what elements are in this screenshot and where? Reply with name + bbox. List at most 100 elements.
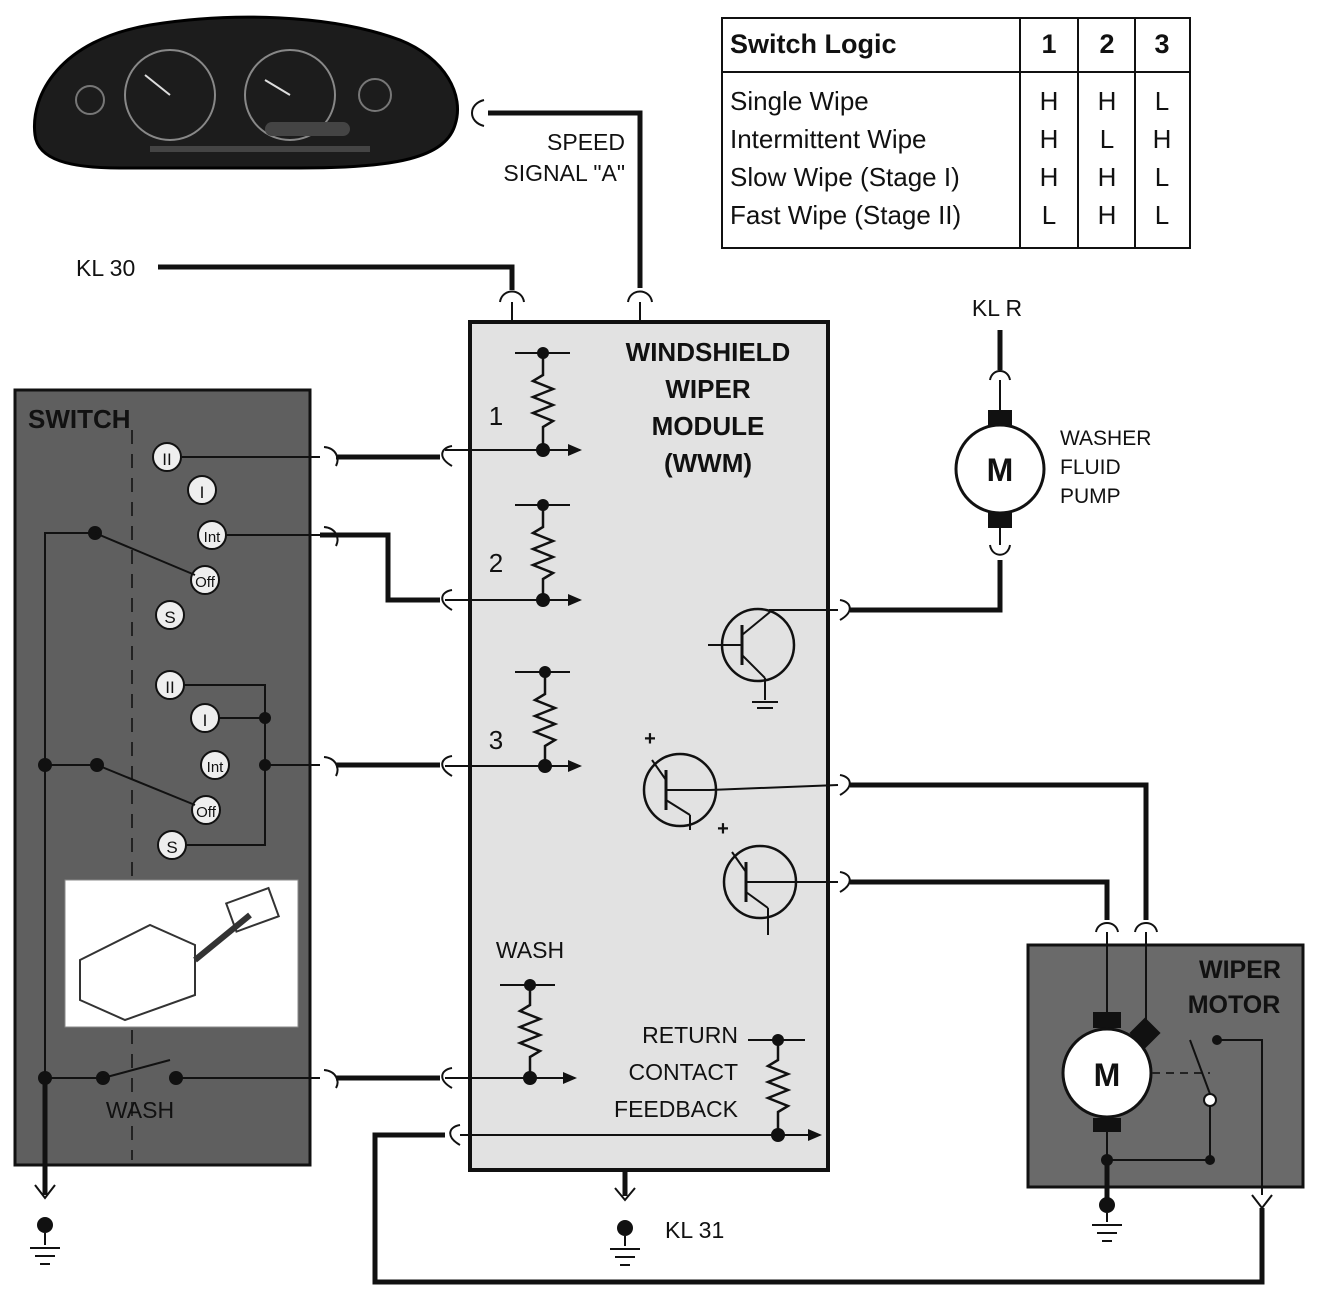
connector-icon: [614, 1187, 636, 1202]
motor-symbol: M: [1094, 1057, 1121, 1093]
table-cell: L: [1042, 200, 1056, 230]
connector-icon: [839, 871, 851, 893]
switch-position-marker: [155, 600, 185, 630]
wiper-motor-title: MOTOR: [1188, 991, 1281, 1019]
switch-position-label: I: [203, 711, 208, 730]
connector-icon: [441, 755, 453, 777]
return-contact-label: CONTACT: [629, 1059, 738, 1085]
washer-pump-label: FLUID: [1060, 456, 1121, 479]
switch-position-label: S: [164, 608, 175, 627]
switch-position-label: II: [165, 678, 174, 697]
table-cell: H: [1098, 86, 1117, 116]
table-cell: H: [1098, 200, 1117, 230]
table-cell: L: [1155, 86, 1169, 116]
table-cell: H: [1098, 162, 1117, 192]
switch-title: SWITCH: [28, 404, 131, 434]
switch-position-marker: [190, 565, 220, 595]
connector-icon: [323, 1069, 339, 1089]
module-title: MODULE: [652, 411, 765, 441]
channel-label: 3: [489, 725, 503, 755]
table-title: Switch Logic: [730, 29, 897, 59]
ground-icon: [1092, 1213, 1122, 1242]
table-cell: H: [1153, 124, 1172, 154]
resistor: [764, 1040, 792, 1135]
speed-signal-wire: [488, 110, 643, 288]
module-title: (WWM): [664, 448, 752, 478]
connector-icon: [839, 599, 851, 621]
wiper-motor-title: WIPER: [1199, 956, 1281, 984]
switch-position-label: S: [166, 838, 177, 857]
switch-position-label: Int: [207, 759, 225, 776]
switch-position-marker: [187, 475, 217, 505]
switch-position-label: Off: [195, 574, 216, 591]
table-col-header: 1: [1041, 29, 1056, 59]
table-cell: H: [1040, 162, 1059, 192]
connector-icon: [627, 290, 653, 303]
connector-icon: [323, 756, 339, 777]
speed-signal-label: SPEED: [547, 129, 625, 155]
wash-input-label: WASH: [496, 937, 564, 963]
wash-switch-label: WASH: [106, 1097, 174, 1123]
table-row-label: Fast Wipe (Stage II): [730, 200, 961, 230]
motor-transistor: +: [642, 728, 839, 830]
connector-icon: [34, 1184, 56, 1200]
table-cell: H: [1040, 86, 1059, 116]
table-col-header: 3: [1154, 29, 1169, 59]
switch-position-label: II: [162, 450, 171, 469]
svg-text:+: +: [644, 728, 656, 750]
table-row-label: Slow Wipe (Stage I): [730, 162, 960, 192]
switch-position-marker: [191, 795, 221, 825]
resistor: [529, 353, 557, 450]
channel-label: 1: [489, 401, 503, 431]
connector-icon: [441, 1067, 453, 1089]
ground-icon: [610, 1236, 640, 1266]
connector-icon: [449, 1124, 461, 1146]
svg-text:+: +: [717, 818, 729, 840]
kl30-label: KL 30: [76, 255, 135, 281]
module-title: WINDSHIELD: [626, 337, 791, 367]
klr-label: KL R: [972, 295, 1022, 321]
resistor: [516, 985, 544, 1078]
connector-icon: [989, 370, 1011, 381]
connector-icon: [323, 526, 339, 547]
stalk-illustration: [64, 879, 299, 1028]
connector-icon: [499, 290, 525, 303]
resistor: [531, 672, 559, 766]
kl30-wire: [158, 264, 515, 290]
wiper-module: WINDSHIELD WIPER MODULE (WWM) 1 2 3: [445, 320, 839, 1172]
speed-signal-label: SIGNAL "A": [503, 160, 625, 186]
washer-pump-label: WASHER: [1060, 427, 1151, 450]
motor-transistor: +: [717, 818, 838, 935]
instrument-cluster: [32, 15, 460, 170]
wiper-motor-panel: WIPER MOTOR M: [1026, 932, 1305, 1195]
wiper-motor-symbol: [1061, 1027, 1153, 1119]
table-cell: L: [1155, 200, 1169, 230]
switch-position-label: Off: [196, 804, 217, 821]
kl31-label: KL 31: [665, 1217, 724, 1243]
switch-position-label: I: [200, 483, 205, 502]
table-cell: L: [1100, 124, 1114, 154]
motor-symbol: M: [987, 452, 1014, 488]
channel-label: 2: [489, 548, 503, 578]
washer-pump-motor: M: [954, 410, 1046, 528]
washer-transistor: [708, 607, 838, 709]
connector-icon: [1251, 1194, 1273, 1210]
switch-logic-table: Switch Logic 1 2 3 Single Wipe H H L Int…: [721, 17, 1191, 249]
table-col-header: 2: [1099, 29, 1114, 59]
connector-icon: [839, 774, 851, 796]
module-title: WIPER: [665, 374, 750, 404]
table-cell: L: [1155, 162, 1169, 192]
connector-icon: [1095, 922, 1119, 933]
ground-icon: [30, 1233, 60, 1265]
return-contact-label: FEEDBACK: [614, 1096, 739, 1122]
washer-pump-label: PUMP: [1060, 485, 1121, 508]
switch-position-marker: [152, 442, 182, 472]
connector-icon: [323, 445, 453, 467]
connector-icon: [471, 99, 485, 127]
connector-icon: [1134, 922, 1158, 933]
return-contact-label: RETURN: [642, 1022, 738, 1048]
switch-position-marker: [200, 750, 230, 780]
resistor: [529, 505, 557, 600]
table-cell: H: [1040, 124, 1059, 154]
